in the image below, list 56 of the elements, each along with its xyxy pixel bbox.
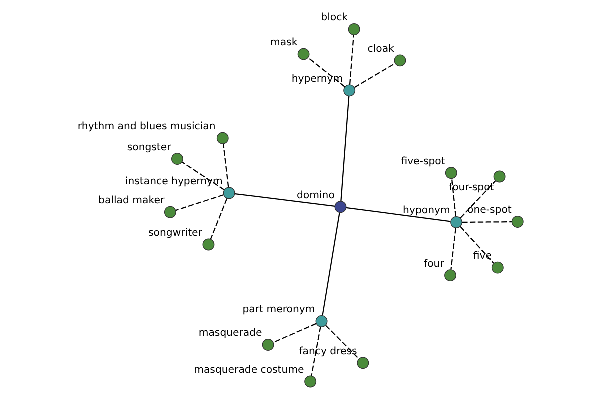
node-circle [444, 270, 456, 282]
node-label: hyponym [403, 206, 450, 217]
connector [223, 144, 230, 188]
node-circle [450, 216, 463, 228]
connector [311, 326, 322, 376]
connector [462, 222, 512, 223]
node-label: five [473, 251, 492, 262]
node-circle [202, 238, 215, 251]
node-circle [316, 316, 328, 328]
node-label: instance hypernym [125, 176, 223, 188]
connector [349, 35, 354, 86]
connector [176, 194, 224, 212]
node-circle [344, 84, 356, 97]
connector [326, 325, 360, 360]
node-circle [216, 132, 229, 144]
node-circle [494, 170, 506, 183]
connector [451, 178, 456, 217]
node-label: block [321, 12, 348, 24]
node-circle [223, 187, 236, 200]
node-label: one-spot [468, 205, 512, 216]
connector [235, 193, 336, 207]
node-label: songster [127, 142, 172, 154]
node-circle [304, 376, 317, 388]
node-label: masquerade [198, 328, 262, 340]
node-label: cloak [368, 44, 394, 55]
connector [308, 58, 346, 88]
node-circle [172, 153, 184, 166]
connector [346, 207, 451, 222]
connector [273, 323, 317, 344]
node-circle [512, 216, 524, 228]
node-label: five-spot [401, 156, 446, 168]
node-circle [445, 167, 458, 180]
node-label: four [424, 258, 444, 270]
connector [354, 63, 396, 88]
connector [340, 96, 350, 202]
connector [210, 198, 228, 240]
connector [460, 226, 494, 264]
node-circle [164, 206, 176, 218]
node-label: mask [270, 38, 298, 49]
node-label: rhythm and blues musician [78, 122, 216, 133]
node-label: ballad maker [98, 196, 165, 207]
node-circle [298, 48, 310, 60]
connector [322, 212, 340, 316]
node-label: masquerade costume [194, 364, 304, 376]
node-label: domino [297, 190, 335, 202]
node-circle [334, 201, 347, 214]
connector [450, 228, 456, 270]
node-label: songwriter [148, 228, 202, 239]
node-circle [262, 339, 274, 351]
connector [182, 162, 225, 191]
node-circle [492, 262, 504, 274]
node-label: part meronym [242, 304, 316, 316]
node-circle [357, 357, 370, 370]
node-circle [348, 24, 360, 36]
node-circle [394, 54, 406, 67]
node-label: hypernym [292, 74, 344, 85]
